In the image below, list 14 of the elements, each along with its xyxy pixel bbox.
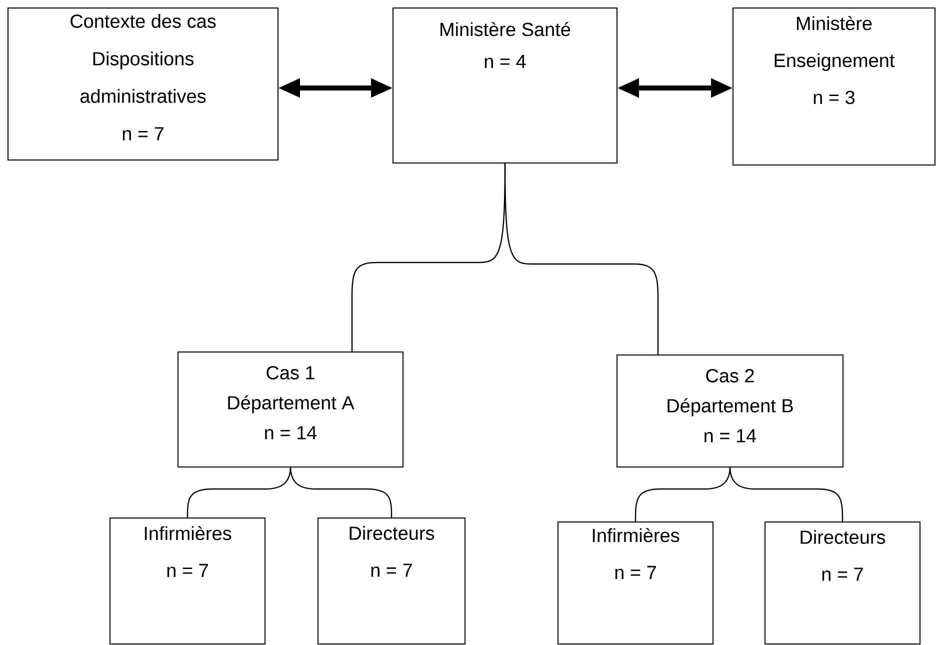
box: Cas 1 Département A n = 14 [178,351,404,468]
box: Ministère Enseignement n = 3 [732,8,936,166]
bracket-connector [729,466,844,522]
box: Directeurs n = 7 [764,521,920,644]
bracket-connector [634,466,731,522]
bracket-connector [504,162,659,355]
box: Contexte des cas Dispositions administratives n = 7 [8,8,278,160]
box: Cas 2 Département B n = 14 [616,354,844,468]
bracket-connector [186,466,292,518]
box: Infirmières n = 7 [558,521,714,644]
box: Directeurs n = 7 [318,517,466,644]
bracket-connector [290,466,392,518]
box: Infirmières n = 7 [110,517,266,644]
box: Ministère Santé n = 4 [392,8,618,164]
